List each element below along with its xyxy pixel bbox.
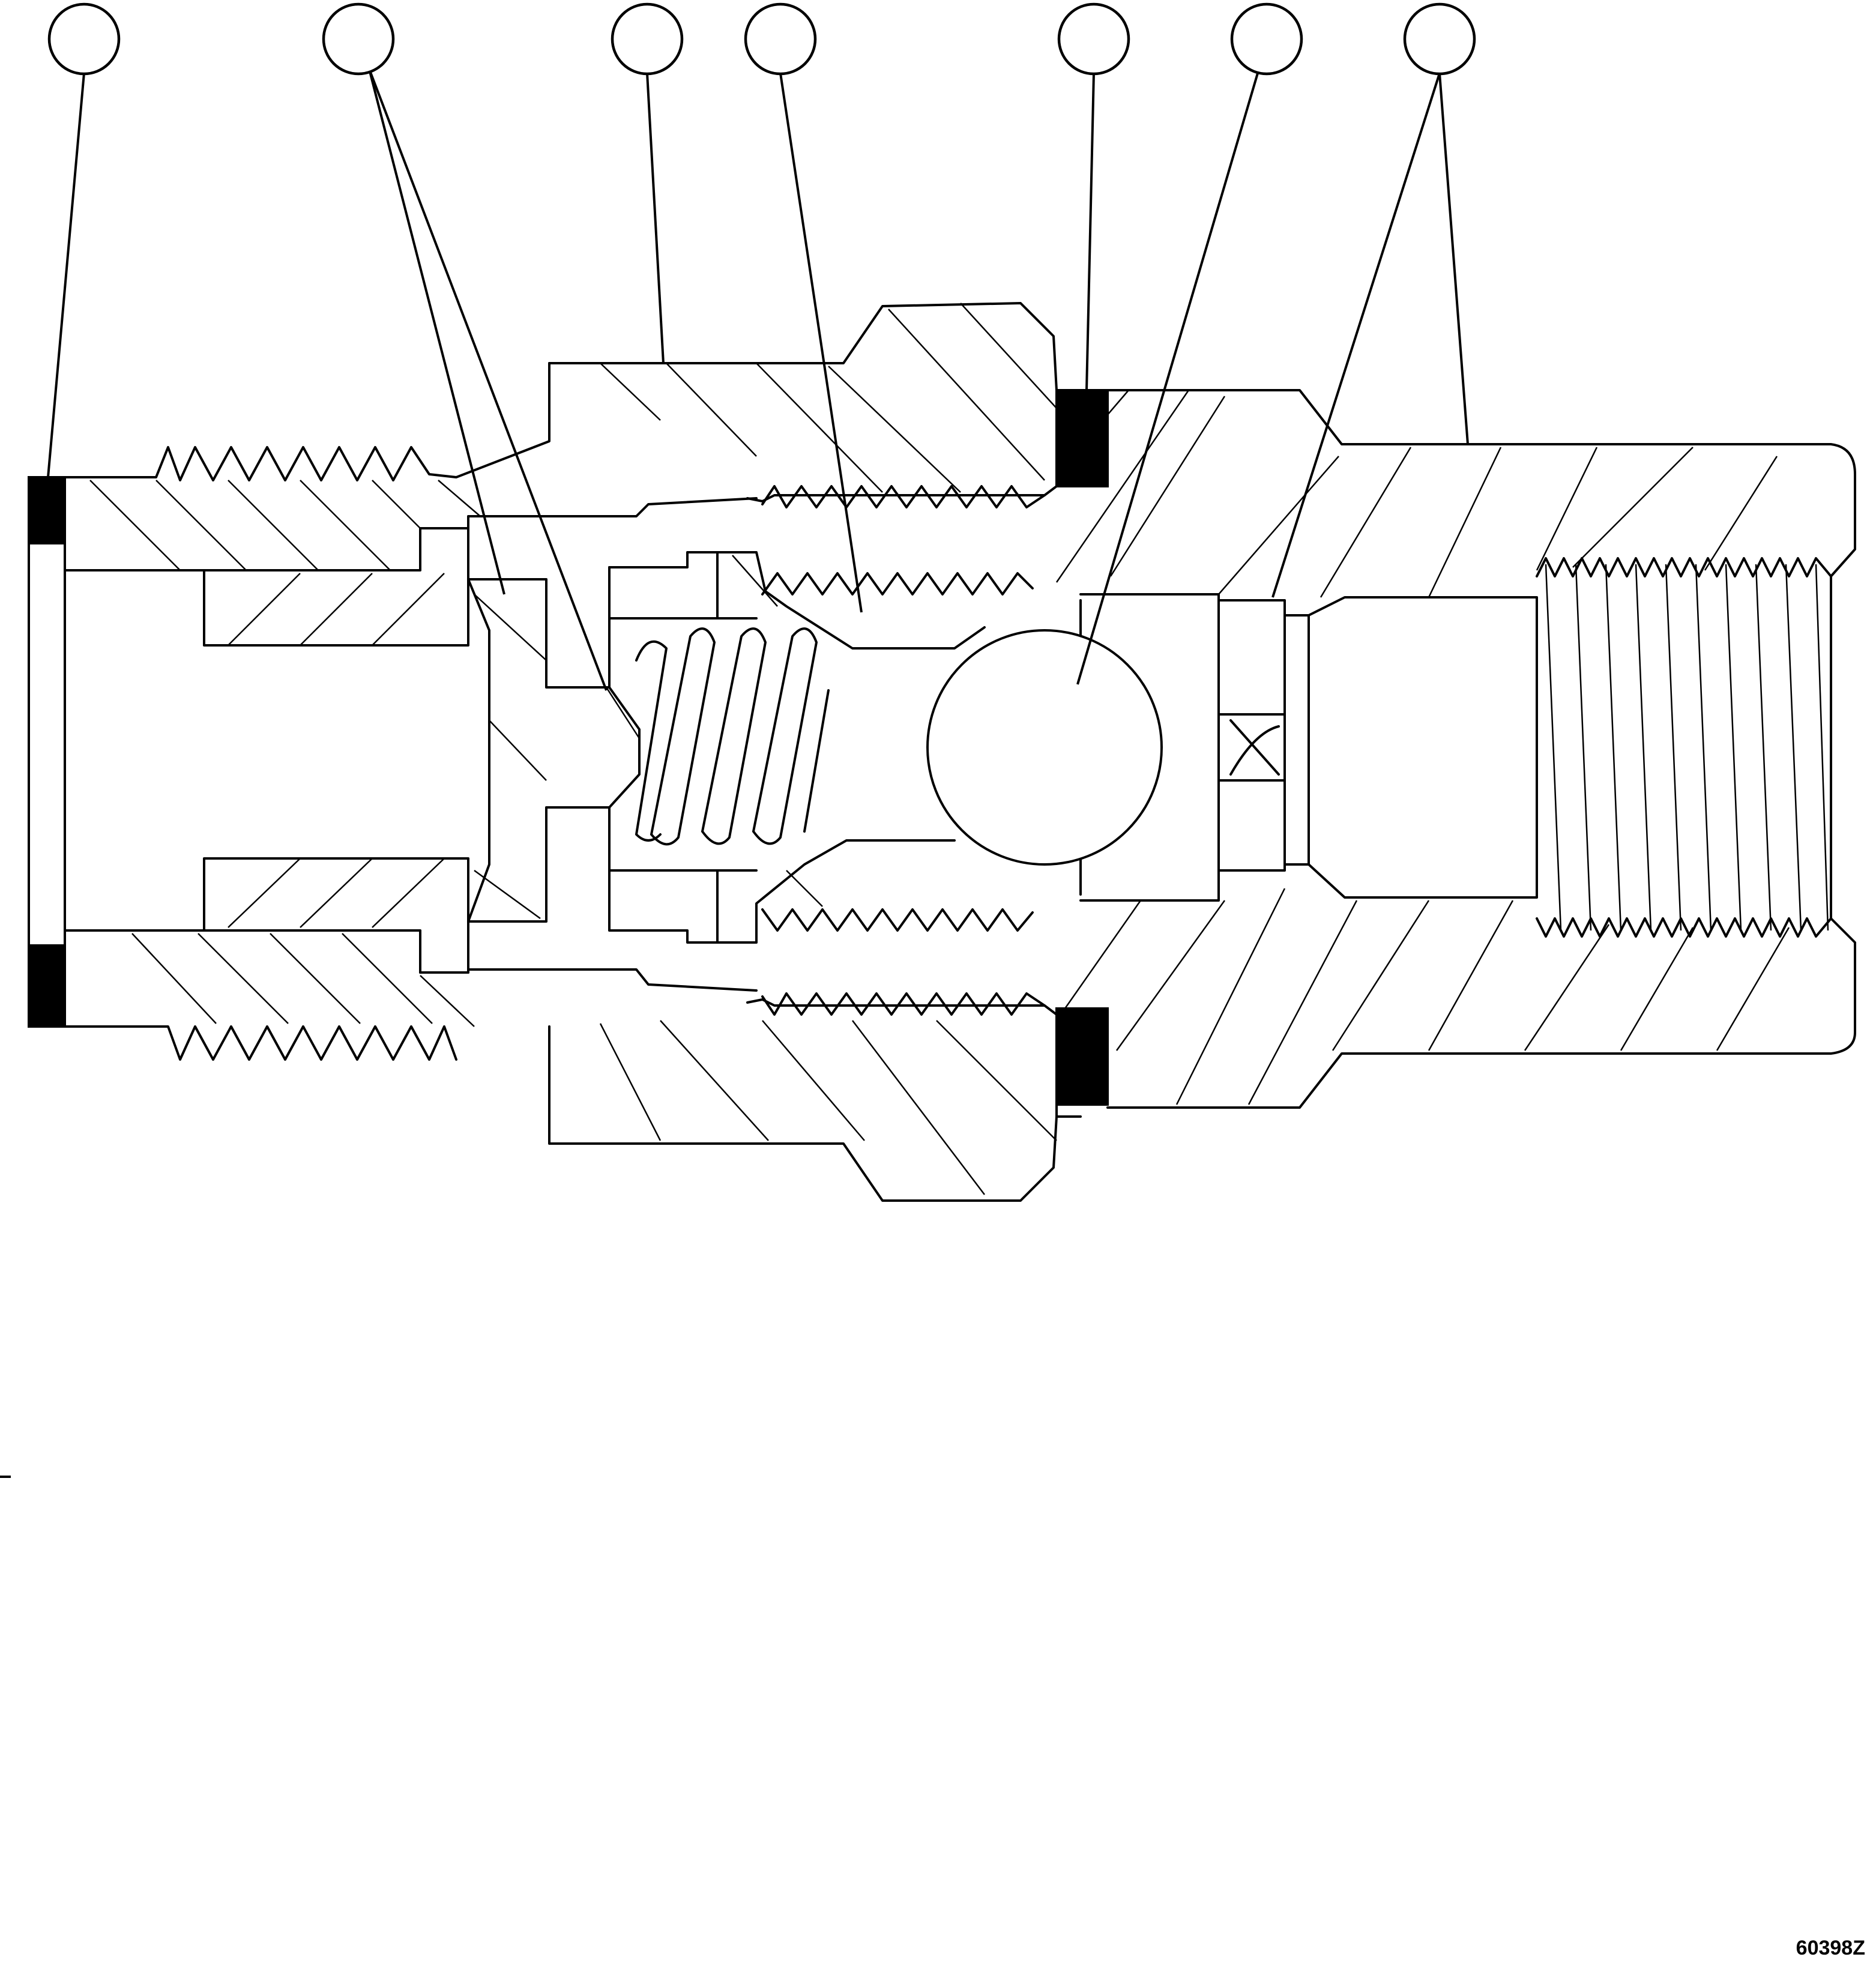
right-internal-thread bbox=[1536, 557, 1832, 938]
right-body bbox=[1055, 389, 1856, 1109]
callout-6 bbox=[1230, 2, 1303, 76]
leader-lines bbox=[47, 68, 1469, 691]
center-seals bbox=[1055, 389, 1109, 1106]
check-ball bbox=[926, 629, 1163, 866]
callout-7 bbox=[1403, 2, 1476, 76]
left-seal bbox=[28, 476, 66, 1028]
spring bbox=[635, 627, 830, 846]
callouts bbox=[47, 2, 1476, 76]
left-fitting-upper bbox=[64, 362, 758, 571]
callout-4 bbox=[744, 2, 817, 76]
figure-number: 60398Z bbox=[1796, 1937, 1865, 1959]
callout-5 bbox=[1057, 2, 1130, 76]
callout-3 bbox=[611, 2, 684, 76]
left-fitting-lower bbox=[64, 929, 758, 1061]
inner-sleeve bbox=[64, 527, 641, 974]
callout-2 bbox=[322, 2, 395, 76]
callout-1 bbox=[47, 2, 121, 76]
